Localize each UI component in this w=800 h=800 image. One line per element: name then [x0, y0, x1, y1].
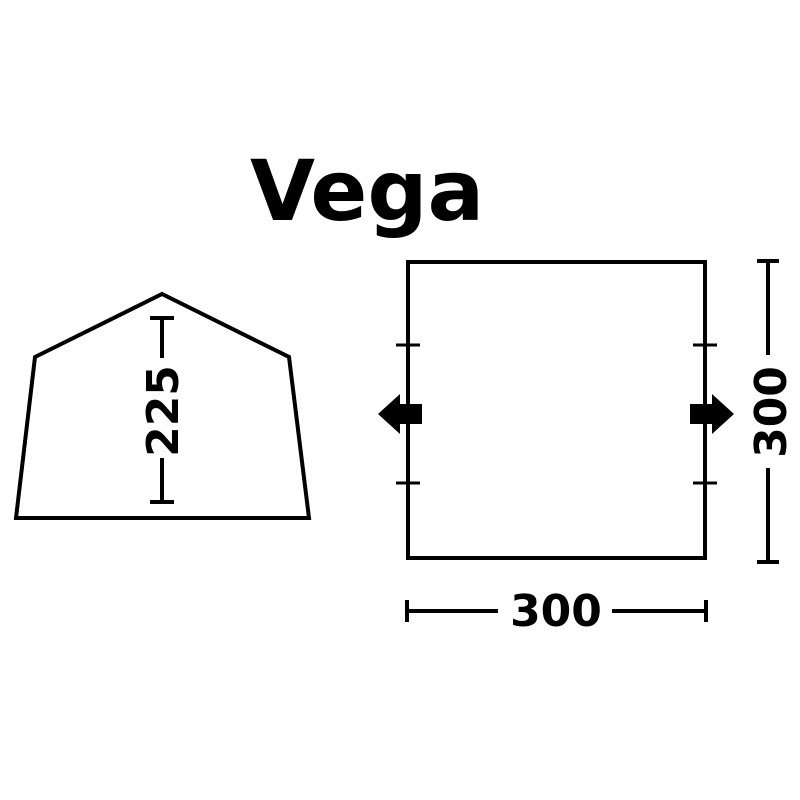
left-door-arrow-icon: [378, 394, 422, 434]
right-door-arrow-icon: [690, 394, 734, 434]
floor-plan: 300 300: [378, 259, 797, 637]
front-view: 225: [13, 291, 312, 520]
height-label: 225: [138, 365, 189, 457]
depth-label: 300: [746, 366, 797, 458]
tent-front-outline: [13, 291, 312, 520]
width-label: 300: [510, 586, 602, 637]
product-title: Vega: [250, 142, 484, 240]
floor-plan-outline: [406, 260, 707, 560]
